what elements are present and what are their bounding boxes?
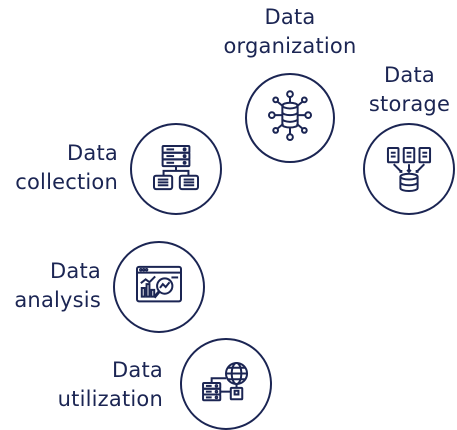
stage-label-organization: Data organization (210, 3, 370, 61)
documents-to-database-icon (365, 125, 453, 213)
stage-label-line2: organization (223, 34, 357, 58)
stage-circle-utilization (180, 338, 272, 430)
stage-label-line1: Data (384, 63, 435, 87)
stage-label-line2: storage (368, 92, 451, 116)
stage-label-utilization: Data utilization (30, 356, 163, 414)
stage-label-line1: Data (67, 141, 118, 165)
stage-label-line2: collection (15, 170, 118, 194)
stage-label-line2: utilization (57, 387, 163, 411)
server-hierarchy-icon (132, 125, 220, 213)
stage-circle-collection (130, 123, 222, 215)
chart-magnifier-icon (115, 243, 203, 331)
stage-label-storage: Data storage (362, 61, 457, 119)
globe-server-icon (182, 340, 270, 428)
stage-label-collection: Data collection (0, 139, 118, 197)
stage-circle-organization (245, 73, 335, 163)
stage-label-line1: Data (112, 358, 163, 382)
stage-label-line1: Data (264, 5, 316, 29)
stage-circle-analysis (113, 241, 205, 333)
stage-circle-storage (363, 123, 455, 215)
network-database-icon (247, 75, 333, 161)
stage-label-analysis: Data analysis (0, 257, 101, 315)
stage-label-line2: analysis (14, 288, 101, 312)
stage-label-line1: Data (50, 259, 101, 283)
